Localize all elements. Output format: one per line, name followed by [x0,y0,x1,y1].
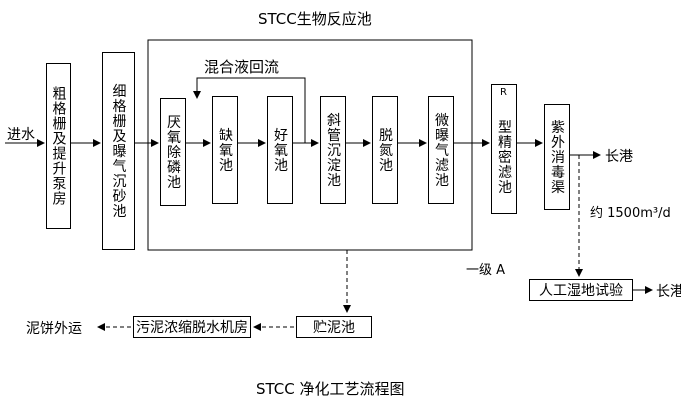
inlet-label: 进水 [7,127,35,143]
figure-caption: STCC 净化工艺流程图 [256,380,405,398]
denitrify-box: 脱氮池 [372,96,398,204]
coarse-screen-label: 粗格栅及提升泵房 [50,86,67,206]
anoxic-label: 缺氧池 [217,127,233,173]
dewatering-box: 污泥浓缩脱水机房 [133,316,251,338]
sludge-tank-box: 贮泥池 [296,316,372,338]
fine-screen-label: 细格栅及曝气沉砂池 [110,83,127,219]
sludge-tank-label: 贮泥池 [313,320,355,336]
aerobic-label: 好氧池 [272,127,288,173]
rfilter-r-label: R [500,87,507,98]
wetland-box: 人工湿地试验 [529,279,633,301]
reactor-outline [147,39,473,251]
flow-label: 约 1500m³/d [590,206,671,221]
outlet-bottom-label: 长港 [656,284,681,300]
reactor-title: STCC生物反应池 [258,10,372,28]
outlet-top-label: 长港 [605,149,633,165]
dewatering-label: 污泥浓缩脱水机房 [136,320,248,336]
settler-label: 斜管沉淀池 [325,112,341,188]
anaerobic-box: 厌氧除磷池 [160,98,186,206]
coarse-screen-box: 粗格栅及提升泵房 [46,63,71,229]
anoxic-box: 缺氧池 [212,96,238,204]
uv-box: 紫外消毒渠 [544,104,570,210]
microfilter-label: 微曝气滤池 [433,112,449,188]
uv-label: 紫外消毒渠 [549,119,565,195]
recycle-loop [193,77,306,143]
grade-label: 一级 A [466,263,506,278]
anaerobic-label: 厌氧除磷池 [165,114,181,190]
microfilter-box: 微曝气滤池 [428,96,454,204]
rfilter-label: 型精密滤池 [496,119,512,195]
wetland-label: 人工湿地试验 [539,283,623,299]
recycle-label: 混合液回流 [204,58,280,76]
fine-screen-box: 细格栅及曝气沉砂池 [102,52,135,250]
aerobic-box: 好氧池 [267,96,293,204]
rfilter-box: R 型精密滤池 [491,84,517,214]
cake-label: 泥饼外运 [26,321,82,337]
denitrify-label: 脱氮池 [377,127,393,173]
settler-box: 斜管沉淀池 [320,96,346,204]
